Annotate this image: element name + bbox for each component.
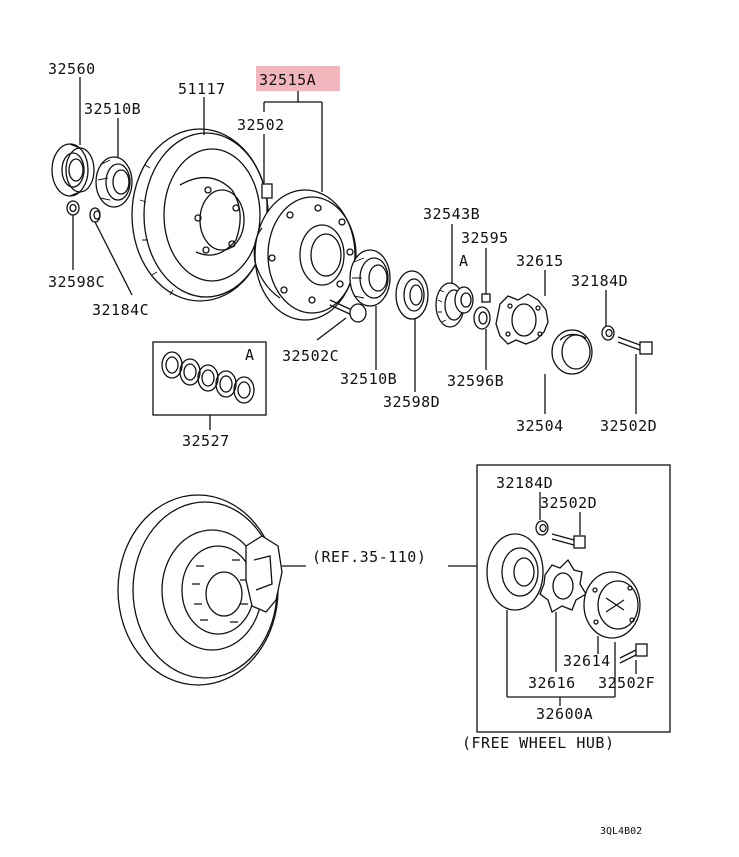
washer-32184C: [89, 207, 101, 223]
flange-32615: [495, 293, 549, 345]
label-32502C: 32502C: [282, 347, 339, 365]
label-32616: 32616: [528, 674, 576, 692]
ring-32596B: [473, 306, 491, 330]
label-32515A: 32515A: [259, 71, 316, 89]
label-A-hub: A: [459, 252, 469, 270]
bolt-32502D-top: [617, 336, 653, 355]
label-32184D-fw: 32184D: [496, 474, 553, 492]
label-free-wheel-hub: (FREE WHEEL HUB): [462, 734, 615, 752]
brake-disc-51117: [131, 128, 269, 302]
label-32510B-top: 32510B: [84, 100, 141, 118]
label-32184D-top: 32184D: [571, 272, 628, 290]
label-diagram-code: 3QL4B02: [600, 826, 642, 837]
label-32502D-fw: 32502D: [540, 494, 597, 512]
seal-32598D: [395, 270, 429, 320]
label-51117: 51117: [178, 80, 226, 98]
label-32502F: 32502F: [598, 674, 655, 692]
part-32515A-highlight: [256, 66, 340, 91]
bearing-32510B-top: [95, 156, 133, 208]
label-32598D: 32598D: [383, 393, 440, 411]
label-32502: 32502: [237, 116, 285, 134]
label-32502D-top: 32502D: [600, 417, 657, 435]
label-32543B: 32543B: [423, 205, 480, 223]
label-32615: 32615: [516, 252, 564, 270]
nut-32598C: [66, 200, 80, 216]
washer-32184D-top: [601, 325, 615, 341]
label-32184C: 32184C: [92, 301, 149, 319]
label-ref: (REF.35-110): [312, 548, 426, 566]
label-32504: 32504: [516, 417, 564, 435]
label-A-box: A: [245, 346, 255, 364]
oil-seal-32560: [51, 143, 95, 197]
bearing-32510B-low: [349, 249, 391, 307]
label-32510B-low: 32510B: [340, 370, 397, 388]
bolt-32502C: [329, 299, 367, 323]
hub-cap-32504: [551, 329, 593, 375]
disc-assembly-ref: [117, 494, 306, 686]
gasket-kit-32527: [152, 341, 267, 416]
label-32595: 32595: [461, 229, 509, 247]
label-32527: 32527: [182, 432, 230, 450]
label-32614: 32614: [563, 652, 611, 670]
label-32560: 32560: [48, 60, 96, 78]
leader-lines-top: [72, 77, 637, 430]
label-32600A: 32600A: [536, 705, 593, 723]
hub-32515A: [253, 189, 357, 321]
free-wheel-hub-box: [448, 464, 671, 733]
label-32598C: 32598C: [48, 273, 105, 291]
label-32596B: 32596B: [447, 372, 504, 390]
